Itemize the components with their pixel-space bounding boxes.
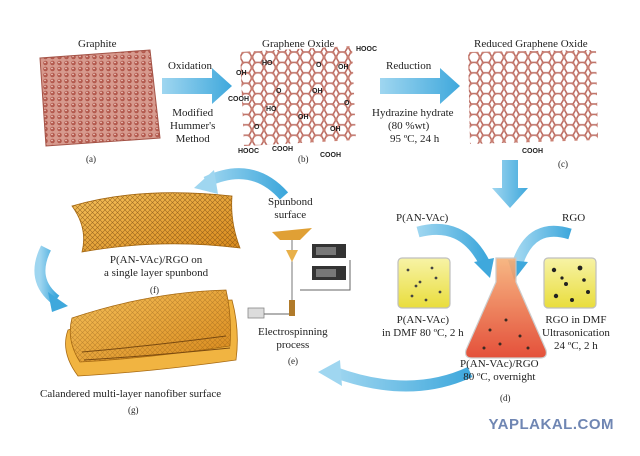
pan-beaker-label: P(AN-VAc) in DMF 80 ºC, 2 h [382,314,464,339]
rgo-tag: (c) [558,159,568,169]
reduction-reagent: Hydrazine hydrate [372,107,454,119]
graphene-oxide-lattice [240,46,356,146]
arrow-to-electrospinning [332,366,473,392]
mix-label: P(AN-VAc)/RGO 80 ºC, overnight [460,358,539,383]
single-layer-fabric [71,192,241,253]
go-group-oh2: OH [338,64,349,71]
go-group-oh1: OH [236,70,247,77]
arrow-single-head [194,170,218,194]
reduction-conc: (80 %wt) [388,120,430,132]
arrow-to-multi-layer [34,245,60,305]
rgo-disp-label: RGO [562,212,586,224]
reduction-label: Reduction [386,60,432,72]
single-layer-tag: (f) [150,285,159,295]
rgo-lattice [468,50,598,144]
arrow-multi-head [48,292,68,312]
go-group-hooc-bot: HOOC [238,148,259,155]
graphite-title: Graphite [78,38,117,50]
rgo-group-cooh: COOH [522,148,543,155]
arrow-pan-to-flask [416,223,489,265]
go-group-ho2: HO [266,106,277,113]
graphite-lattice [39,49,161,147]
rgo-beaker-label: RGO in DMF Ultrasonication 24 ºC, 2 h [542,314,610,352]
pan-label: P(AN-VAc) [396,212,449,224]
graphene-oxide-title: Graphene Oxide [262,38,335,50]
go-group-cooh2: COOH [272,146,293,153]
electrospinning-tag: (e) [288,356,298,366]
arrow-electro-head [318,360,342,386]
go-group-o2: O [276,88,282,95]
mix-tag: (d) [500,393,511,403]
arrow-rgo-to-flask [512,225,572,265]
oxidation-method: Modified Hummer's Method [170,107,216,145]
multi-layer-tag: (g) [128,405,139,415]
go-group-ho1: HO [262,60,273,67]
go-group-hooc-top: HOOC [356,46,377,53]
go-group-o3: O [344,100,350,107]
go-group-cooh1: COOH [228,96,249,103]
multi-layer-label: Calandered multi-layer nanofiber surface [40,388,222,400]
single-layer-label: P(AN-VAc)/RGO on a single layer spunbond [104,254,209,279]
graphite-tag: (a) [86,154,96,164]
beaker-pan [397,257,451,309]
arrow-reduction [380,68,460,104]
go-group-o1: O [316,62,322,69]
go-group-cooh3: COOH [320,152,341,159]
oxidation-label: Oxidation [168,60,212,72]
multi-layer-fabric [65,289,238,377]
electrospinning-label: Electrospinning process [258,326,328,351]
graphene-oxide-tag: (b) [298,154,309,164]
rgo-title: Reduced Graphene Oxide [474,38,588,50]
flask-mixture [465,257,547,359]
go-group-o4: O [254,124,260,131]
arrow-down-rgo [492,160,528,208]
go-group-oh4: OH [298,114,309,121]
arrow-oxidation [162,68,232,104]
reduction-cond: 95 ºC, 24 h [390,133,440,145]
go-group-oh5: OH [330,126,341,133]
electrospinning-setup [247,228,351,319]
arrow-pan-head [474,258,494,278]
beaker-rgo [543,257,597,309]
go-group-oh3: OH [312,88,323,95]
spunbond-surface-label: Spunbond surface [268,196,313,221]
watermark: YAPLAKAL.COM [488,416,614,433]
